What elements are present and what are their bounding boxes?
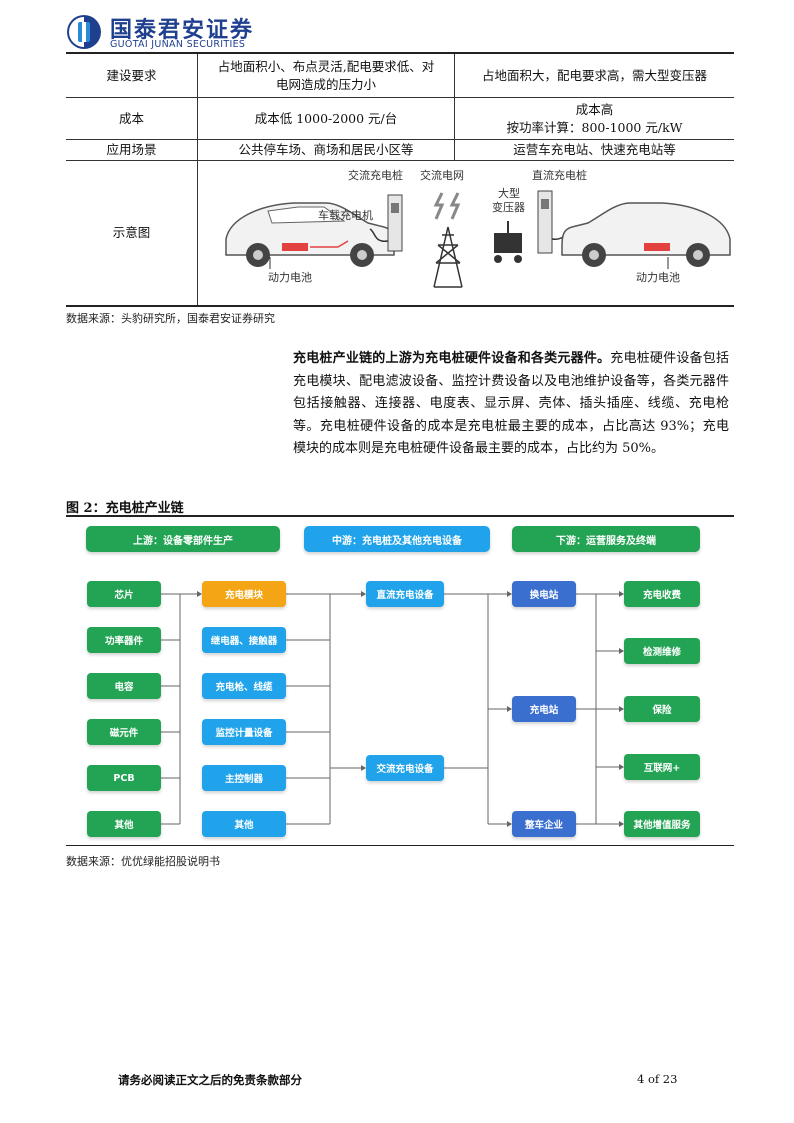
- dc-pile-label: 直流充电桩: [532, 168, 587, 182]
- cell-line: 电网造成的压力小: [275, 76, 376, 92]
- row-label: 示意图: [66, 160, 198, 307]
- operator-box: 整车企业: [512, 811, 576, 837]
- logo-text-cn: 国泰君安证券: [110, 18, 255, 43]
- page-number: 4 of 23: [637, 1072, 678, 1086]
- row-label: 建设要求: [66, 52, 198, 98]
- figure-top-rule: [66, 515, 734, 517]
- equipment-box: 充电模块: [202, 581, 286, 607]
- battery-label-left: 动力电池: [268, 271, 312, 284]
- grid-label: 交流电网: [420, 168, 464, 182]
- header-downstream: 下游：运营服务及终端: [512, 526, 700, 552]
- table-source: 数据来源：头豹研究所，国泰君安证券研究: [66, 312, 275, 325]
- table-row: 应用场景 公共停车场、商场和居民小区等 运营车充电站、快速充电站等: [66, 139, 734, 161]
- equipment-box: 继电器、接触器: [202, 627, 286, 653]
- comparison-table: 建设要求 占地面积小、布点灵活,配电要求低、对 电网造成的压力小 占地面积大，配…: [66, 52, 734, 307]
- component-box: PCB: [87, 765, 161, 791]
- connector-arrow: [619, 706, 624, 712]
- connector-arrow: [197, 591, 202, 597]
- transformer-icon: [494, 221, 522, 263]
- connector-arrow: [619, 591, 624, 597]
- company-logo: 国泰君安证券 GUOTAI JUNAN SECURITIES: [66, 12, 306, 52]
- charging-equipment-box: 直流充电设备: [366, 581, 444, 607]
- equipment-box: 监控计量设备: [202, 719, 286, 745]
- equipment-box: 充电枪、线缆: [202, 673, 286, 699]
- header-upstream: 上游：设备零部件生产: [86, 526, 280, 552]
- component-box: 芯片: [87, 581, 161, 607]
- transformer-label-2: 变压器: [492, 200, 525, 214]
- cell-line: 成本高: [575, 101, 614, 117]
- equipment-box: 主控制器: [202, 765, 286, 791]
- battery-label-right: 动力电池: [636, 271, 680, 284]
- component-box: 电容: [87, 673, 161, 699]
- connector-arrow: [361, 765, 366, 771]
- service-box: 检测维修: [624, 638, 700, 664]
- charging-schematic: 动力电池 车载充电机 交流充电桩 交流电网: [225, 168, 731, 288]
- left-car-icon: [225, 202, 395, 269]
- service-box: 保险: [624, 696, 700, 722]
- dc-cell: 占地面积大，配电要求高，需大型变压器: [454, 52, 734, 98]
- dc-cell: 成本高 按功率计算：800-1000 元/kW: [454, 97, 734, 140]
- service-box: 互联网+: [624, 754, 700, 780]
- cell-line: 占地面积小、布点灵活,配电要求低、对: [217, 58, 435, 74]
- onboard-charger-label: 车载充电机: [318, 208, 373, 222]
- component-box: 功率器件: [87, 627, 161, 653]
- ac-cell: 公共停车场、商场和居民小区等: [197, 139, 455, 161]
- table-row: 建设要求 占地面积小、布点灵活,配电要求低、对 电网造成的压力小 占地面积大，配…: [66, 52, 734, 98]
- connector-arrow: [619, 648, 624, 654]
- connector-arrow: [507, 706, 512, 712]
- service-box: 充电收费: [624, 581, 700, 607]
- equipment-box: 其他: [202, 811, 286, 837]
- connector-arrow: [507, 591, 512, 597]
- figure-bottom-rule: [66, 845, 734, 846]
- row-label: 成本: [66, 97, 198, 140]
- operator-box: 充电站: [512, 696, 576, 722]
- charging-equipment-box: 交流充电设备: [366, 755, 444, 781]
- table-row: 成本 成本低 1000-2000 元/台 成本高 按功率计算：800-1000 …: [66, 97, 734, 140]
- transformer-label-1: 大型: [498, 186, 520, 200]
- logo-emblem-icon: [67, 15, 101, 49]
- operator-box: 换电站: [512, 581, 576, 607]
- disclaimer-note: 请务必阅读正文之后的免责条款部分: [118, 1073, 302, 1087]
- cell-line: 按功率计算：800-1000 元/kW: [506, 119, 683, 135]
- ac-pile-label: 交流充电桩: [348, 168, 403, 182]
- row-label: 应用场景: [66, 139, 198, 161]
- dc-cell: 运营车充电站、快速充电站等: [454, 139, 734, 161]
- ac-cell: 成本低 1000-2000 元/台: [197, 97, 455, 140]
- right-car-icon: [561, 202, 731, 269]
- logo-text-en: GUOTAI JUNAN SECURITIES: [110, 39, 246, 50]
- body-paragraph: 充电桩产业链的上游为充电桩硬件设备和各类元器件。充电桩硬件设备包括充电模块、配电…: [293, 348, 729, 461]
- schematic-cell: 动力电池 车载充电机 交流充电桩 交流电网: [197, 160, 734, 307]
- connector-arrow: [619, 764, 624, 770]
- chain-connectors: [161, 591, 624, 827]
- paragraph-text: 充电桩硬件设备包括充电模块、配电滤波设备、监控计费设备以及电池维护设备等，各类元…: [293, 351, 729, 457]
- connector-arrow: [507, 821, 512, 827]
- component-box: 其他: [87, 811, 161, 837]
- figure-source: 数据来源：优优绿能招股说明书: [66, 855, 220, 868]
- connector-arrow: [619, 821, 624, 827]
- connector-arrow: [361, 591, 366, 597]
- ac-pile-icon: [369, 194, 403, 252]
- figure-title: 图 2：充电桩产业链: [66, 501, 184, 516]
- header-midstream: 中游：充电桩及其他充电设备: [304, 526, 490, 552]
- table-row: 示意图 动力电池 车载充电机: [66, 160, 734, 307]
- paragraph-lead: 充电桩产业链的上游为充电桩硬件设备和各类元器件。: [293, 351, 611, 366]
- component-box: 磁元件: [87, 719, 161, 745]
- service-box: 其他增值服务: [624, 811, 700, 837]
- power-grid-icon: [433, 192, 463, 288]
- ac-cell: 占地面积小、布点灵活,配电要求低、对 电网造成的压力小: [197, 52, 455, 98]
